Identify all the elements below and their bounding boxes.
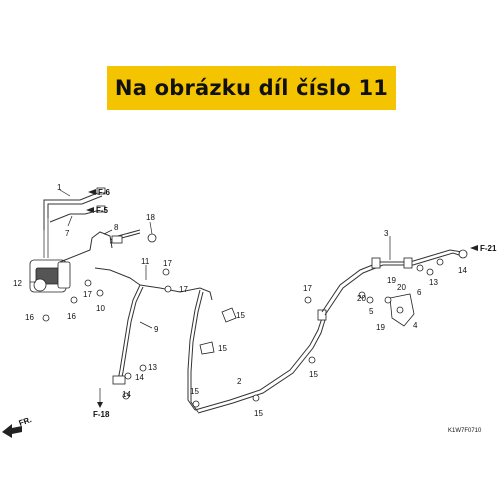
callout-15a: 15 xyxy=(236,311,245,320)
brake-hose-front xyxy=(59,229,144,385)
callout-15b: 15 xyxy=(218,344,227,353)
callout-11: 11 xyxy=(141,257,150,266)
callout-6: 6 xyxy=(417,288,422,297)
leader-lines xyxy=(30,189,391,329)
callout-8: 8 xyxy=(114,223,119,232)
callout-19b: 19 xyxy=(376,323,385,332)
callout-15e: 15 xyxy=(309,370,318,379)
callout-7: 7 xyxy=(65,229,70,238)
callout-15d: 15 xyxy=(254,409,263,418)
part-number-banner: Na obrázku díl číslo 11 xyxy=(107,66,396,110)
brake-pipe-long xyxy=(139,284,327,414)
callout-14a: 14 xyxy=(135,373,144,382)
callout-17c: 17 xyxy=(179,285,188,294)
callout-2: 2 xyxy=(237,377,242,386)
diagram-code: K1W7F0710 xyxy=(448,428,482,434)
callout-18: 18 xyxy=(146,213,155,222)
front-direction-arrow: FR. xyxy=(2,415,33,438)
f21-arrow-icon xyxy=(470,245,478,251)
ref-f6: F-6 xyxy=(98,188,111,197)
callout-14c: 14 xyxy=(458,266,467,275)
callout-10: 10 xyxy=(96,304,105,313)
callout-19a: 19 xyxy=(387,276,396,285)
brake-hose-rear xyxy=(321,249,468,316)
callout-4: 4 xyxy=(413,321,418,330)
callout-16b: 16 xyxy=(67,312,76,321)
callout-16a: 16 xyxy=(25,313,34,322)
callout-13a: 13 xyxy=(148,363,157,372)
front-arrow-label: FR. xyxy=(18,415,33,428)
callout-12: 12 xyxy=(13,279,22,288)
bracket-4 xyxy=(389,293,415,327)
callout-14b: 14 xyxy=(122,390,131,399)
callout-17a: 17 xyxy=(83,290,92,299)
callout-5: 5 xyxy=(369,307,374,316)
callout-numbers: 1 2 3 4 5 6 7 8 9 10 11 12 13 13 14 14 1… xyxy=(13,183,467,418)
callout-9: 9 xyxy=(154,325,159,334)
callout-20a: 20 xyxy=(357,294,366,303)
fasteners xyxy=(42,233,444,408)
abs-modulator xyxy=(29,218,71,293)
callout-1: 1 xyxy=(57,183,62,192)
callout-13b: 13 xyxy=(429,278,438,287)
f18-arrow-icon xyxy=(97,402,103,408)
ref-f21: F-21 xyxy=(480,244,497,253)
ref-f18: F-18 xyxy=(93,410,110,419)
callout-15c: 15 xyxy=(190,387,199,396)
ref-f5: F-5 xyxy=(96,206,109,215)
f6-arrow-icon xyxy=(88,189,96,195)
f5-arrow-icon xyxy=(86,207,94,213)
front-arrow-icon xyxy=(2,424,22,438)
callout-3: 3 xyxy=(384,229,389,238)
callout-17d: 17 xyxy=(303,284,312,293)
figure-references: F-6 F-5 F-21 F-18 xyxy=(86,188,497,419)
banner-text: Na obrázku díl číslo 11 xyxy=(114,76,389,100)
callout-20b: 20 xyxy=(397,283,406,292)
callout-17b: 17 xyxy=(163,259,172,268)
